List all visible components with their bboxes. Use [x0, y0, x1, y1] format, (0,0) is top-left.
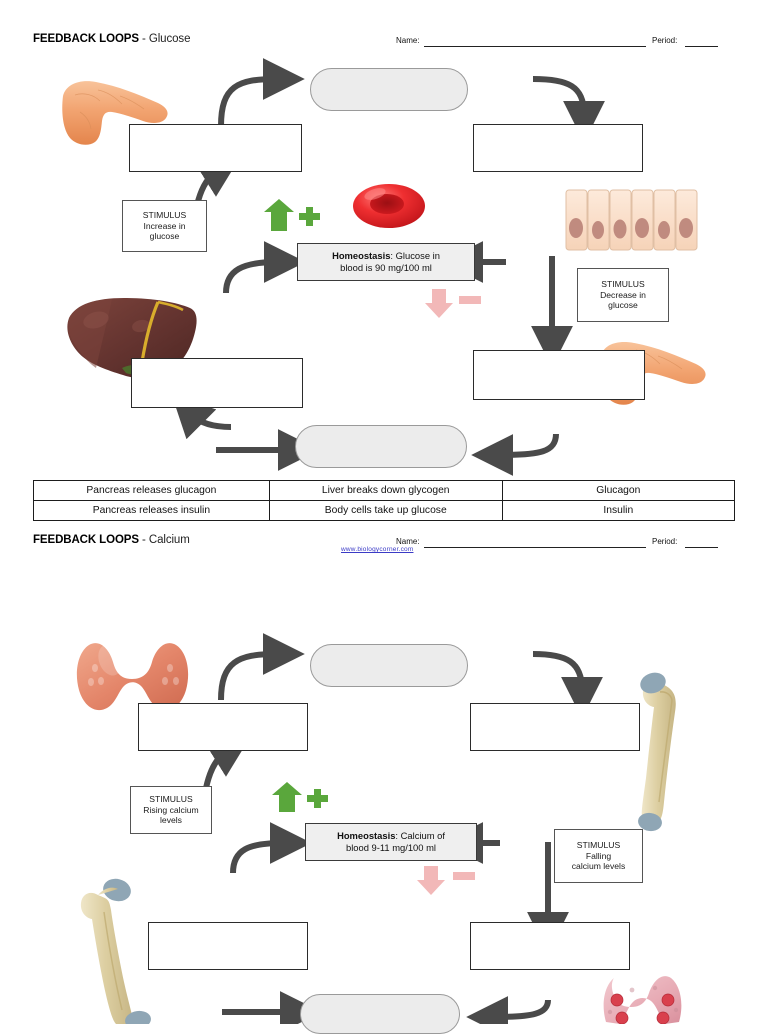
homeostasis-line2: blood is 90 mg/100 ml [340, 262, 432, 273]
glucose-upper-right-rect[interactable] [473, 124, 643, 172]
stimulus-line2: glucose [149, 231, 180, 242]
bone-icon-left [80, 878, 151, 1024]
calcium-lower-left-rect[interactable] [148, 922, 308, 970]
homeostasis-line1: Calcium of [400, 829, 445, 841]
answer-option[interactable]: Pancreas releases glucagon [33, 480, 270, 501]
glucose-bottom-response-oval[interactable] [295, 425, 467, 468]
bone-icon-right [638, 672, 676, 832]
calcium-top-response-oval[interactable] [310, 644, 468, 687]
calcium-upper-right-rect[interactable] [470, 703, 640, 751]
thyroid-icon [76, 643, 189, 711]
calcium-lower-right-rect[interactable] [470, 922, 630, 970]
glucose-page-title: FEEDBACK LOOPS - Glucose [33, 33, 190, 45]
homeostasis-label: Homeostasis [332, 249, 391, 261]
calcium-increase-indicator [272, 782, 328, 812]
homeostasis-separator: : [395, 829, 401, 841]
calcium-decrease-indicator [417, 866, 475, 895]
stimulus-line2: levels [160, 815, 182, 826]
table-row: Pancreas releases glucagon Liver breaks … [33, 480, 736, 501]
glucose-stimulus-left: STIMULUS Increase in glucose [122, 200, 207, 252]
body-cells-icon [565, 189, 698, 251]
name-blank-field[interactable] [424, 547, 646, 548]
stimulus-line2: glucose [608, 300, 638, 311]
period-blank-field[interactable] [685, 46, 718, 47]
answer-option[interactable]: Pancreas releases insulin [33, 500, 270, 521]
calcium-homeostasis-box: Homeostasis: Calcium of blood 9-11 mg/10… [305, 823, 477, 861]
glucose-upper-left-rect[interactable] [129, 124, 302, 172]
answer-option[interactable]: Glucagon [501, 480, 736, 501]
homeostasis-separator: : [390, 249, 396, 261]
glucose-answer-bank: Pancreas releases glucagon Liver breaks … [33, 480, 736, 521]
calcium-header: FEEDBACK LOOPS - Calcium Name: Period: [0, 534, 768, 556]
title-subject: - Glucose [138, 33, 191, 45]
red-blood-cell-icon [353, 184, 425, 228]
stimulus-heading: STIMULUS [142, 210, 187, 221]
homeostasis-label: Homeostasis [337, 829, 396, 841]
name-label: Name: [396, 537, 420, 546]
period-blank-field[interactable] [685, 547, 718, 548]
period-label: Period: [652, 537, 678, 546]
answer-option[interactable]: Liver breaks down glycogen [268, 480, 503, 501]
calcium-stimulus-right: STIMULUS Falling calcium levels [554, 829, 643, 883]
stimulus-line1: Decrease in [600, 289, 646, 300]
title-bold: FEEDBACK LOOPS [33, 33, 139, 45]
homeostasis-line2: blood 9-11 mg/100 ml [346, 842, 436, 853]
title-bold: FEEDBACK LOOPS [33, 534, 139, 546]
title-subject: - Calcium [138, 534, 190, 546]
calcium-page-title: FEEDBACK LOOPS - Calcium [33, 534, 190, 546]
parathyroid-icon [603, 976, 682, 1024]
stimulus-line2: calcium levels [571, 861, 626, 872]
stimulus-line1: Falling [585, 850, 612, 861]
glucose-lower-left-rect[interactable] [131, 358, 303, 408]
glucose-decrease-indicator [425, 289, 481, 318]
stimulus-heading: STIMULUS [576, 840, 621, 851]
name-blank-field[interactable] [424, 46, 646, 47]
calcium-stimulus-left: STIMULUS Rising calcium levels [130, 786, 212, 834]
glucose-stimulus-right: STIMULUS Decrease in glucose [577, 268, 669, 322]
stimulus-line1: Increase in [143, 220, 186, 231]
calcium-bottom-response-oval[interactable] [300, 994, 460, 1034]
table-row: Pancreas releases insulin Body cells tak… [33, 500, 736, 521]
biologycorner-credit-link[interactable]: www.biologycorner.com [341, 546, 414, 553]
stimulus-heading: STIMULUS [601, 279, 645, 290]
glucose-lower-right-rect[interactable] [473, 350, 645, 400]
stimulus-line1: Rising calcium [143, 804, 199, 815]
glucose-header: FEEDBACK LOOPS - Glucose Name: Period: [0, 33, 768, 55]
glucose-homeostasis-box: Homeostasis: Glucose in blood is 90 mg/1… [297, 243, 475, 281]
glucose-top-response-oval[interactable] [310, 68, 468, 111]
period-label: Period: [652, 36, 678, 45]
name-label: Name: [396, 36, 420, 45]
homeostasis-line1: Glucose in [395, 249, 440, 261]
glucose-increase-indicator [264, 199, 320, 231]
answer-option[interactable]: Insulin [501, 500, 736, 521]
calcium-upper-left-rect[interactable] [138, 703, 308, 751]
answer-option[interactable]: Body cells take up glucose [268, 500, 503, 521]
stimulus-heading: STIMULUS [149, 794, 193, 805]
